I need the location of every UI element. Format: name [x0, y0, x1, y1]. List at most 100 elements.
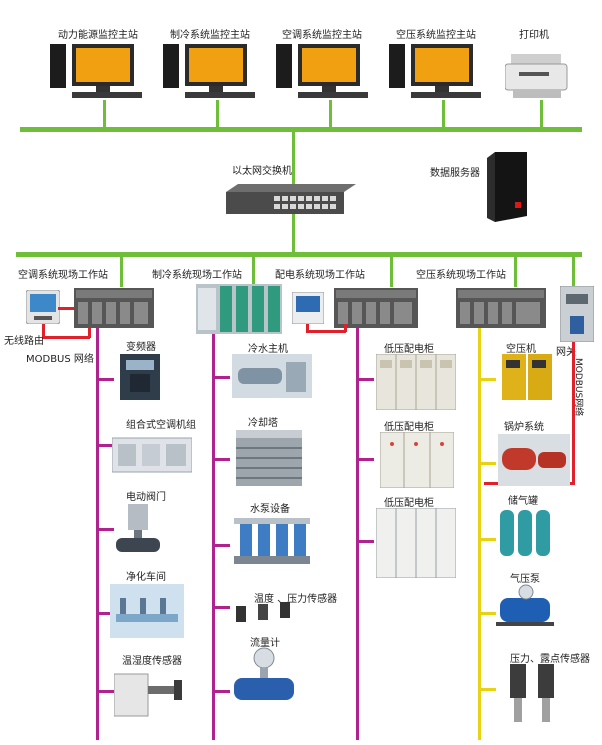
- device-branch: [96, 612, 114, 615]
- ac-device-label: 变频器: [126, 342, 156, 353]
- ethernet-bus-top: [20, 127, 582, 132]
- device-branch: [356, 540, 374, 543]
- ac-device-label: 电动阀门: [126, 492, 166, 503]
- computer-icon: [389, 44, 481, 98]
- gateway-icon: [560, 286, 594, 342]
- router-link: [42, 336, 90, 339]
- ac-device-label: 温湿度传感器: [122, 656, 182, 667]
- humidity-sensor-icon: [114, 673, 182, 717]
- air-pump-icon: [496, 584, 554, 626]
- power-device-bus: [356, 328, 359, 740]
- workstation-label-power: 配电系统现场工作站: [275, 270, 365, 281]
- computer-icon: [276, 44, 368, 98]
- water-pump-icon: [234, 518, 310, 564]
- wireless-router-icon: [26, 290, 60, 324]
- power-device-label: 低压配电柜: [384, 498, 434, 509]
- switch-link: [292, 214, 295, 254]
- workstation-label-air: 空压系统现场工作站: [416, 270, 506, 281]
- switch-label: 以太网交换机: [232, 166, 292, 177]
- distribution-cabinet-icon: [376, 354, 456, 410]
- workstation-link: [572, 257, 575, 287]
- refrigeration-device-bus: [212, 334, 215, 740]
- device-branch: [478, 688, 496, 691]
- air-device-bus: [478, 328, 481, 740]
- clean-room-icon: [110, 584, 184, 638]
- station-label-power: 动力能源监控主站: [58, 30, 138, 41]
- station-label-ac: 空调系统监控主站: [282, 30, 362, 41]
- power-meter-icon: [292, 292, 324, 324]
- air-device-label: 压力、露点传感器: [510, 654, 590, 665]
- refrigeration-device-label: 水泵设备: [250, 504, 290, 515]
- ethernet-bus-middle: [16, 252, 582, 257]
- air-device-label: 空压机: [506, 344, 536, 355]
- refrigeration-device-label: 温度 、压力传感器: [254, 594, 338, 605]
- inverter-icon: [120, 354, 160, 400]
- station-link: [329, 100, 332, 128]
- temp-pressure-sensor-icon: [236, 602, 290, 622]
- device-branch: [212, 458, 230, 461]
- boiler-icon: [498, 434, 570, 486]
- ac-device-label: 净化车间: [126, 572, 166, 583]
- workstation-label-ac: 空调系统现场工作站: [18, 270, 108, 281]
- station-link: [442, 100, 445, 128]
- plc-icon: [334, 288, 418, 328]
- station-label-refrigeration: 制冷系统监控主站: [170, 30, 250, 41]
- workstation-link: [390, 257, 393, 287]
- device-branch: [212, 544, 230, 547]
- meter-plc-link: [306, 324, 309, 332]
- wireless-router-label: 无线路由: [4, 336, 44, 347]
- flow-meter-icon: [234, 647, 294, 700]
- distribution-cabinet-icon: [376, 508, 456, 578]
- air-device-label: 气压泵: [510, 574, 540, 585]
- router-link: [88, 328, 91, 338]
- computer-icon: [50, 44, 142, 98]
- station-link: [103, 100, 106, 128]
- power-device-label: 低压配电柜: [384, 344, 434, 355]
- air-compressor-icon: [502, 354, 552, 400]
- station-link: [540, 100, 543, 128]
- distribution-cabinet-icon: [380, 432, 454, 488]
- printer-icon: [505, 54, 568, 98]
- device-branch: [478, 612, 496, 615]
- ethernet-switch-icon: [226, 184, 356, 214]
- computer-icon: [163, 44, 255, 98]
- cooling-tower-icon: [236, 430, 302, 486]
- workstation-link: [514, 257, 517, 287]
- air-device-label: 锅炉系统: [504, 422, 544, 433]
- modbus-network-label: MODBUS 网络: [26, 354, 94, 365]
- printer-label: 打印机: [519, 30, 549, 41]
- device-branch: [96, 444, 114, 447]
- workstation-link: [120, 257, 123, 287]
- ahu-unit-icon: [112, 437, 192, 473]
- electric-valve-icon: [116, 504, 160, 552]
- device-branch: [96, 528, 114, 531]
- chiller-icon: [232, 354, 312, 398]
- gas-tank-icon: [500, 510, 550, 556]
- station-link: [216, 100, 219, 128]
- station-label-air: 空压系统监控主站: [396, 30, 476, 41]
- modbus-network-vertical-text: MODBUS网络: [574, 358, 585, 416]
- workstation-link: [252, 257, 255, 287]
- power-device-label: 低压配电柜: [384, 422, 434, 433]
- device-branch: [478, 538, 496, 541]
- gateway-link: [572, 342, 575, 484]
- meter-plc-link: [306, 330, 346, 333]
- gateway-label: 网关: [556, 347, 576, 358]
- device-branch: [478, 462, 496, 465]
- router-link: [42, 324, 45, 338]
- server-label: 数据服务器: [430, 168, 480, 179]
- refrigeration-device-label: 冷却塔: [248, 418, 278, 429]
- refrigeration-device-label: 冷水主机: [248, 344, 288, 355]
- device-branch: [212, 606, 230, 609]
- modbus-network-vertical-label: MODBUS网络: [574, 358, 585, 416]
- device-branch: [96, 378, 114, 381]
- air-device-label: 储气罐: [508, 496, 538, 507]
- refrigeration-device-label: 流量计: [250, 638, 280, 649]
- workstation-label-refrigeration: 制冷系统现场工作站: [152, 270, 242, 281]
- ac-device-label: 组合式空调机组: [126, 420, 196, 431]
- plc-icon: [74, 288, 154, 328]
- pressure-dewpoint-sensor-icon: [510, 664, 554, 722]
- device-branch: [356, 458, 374, 461]
- switch-link: [292, 132, 295, 184]
- plc-rack-icon: [196, 284, 282, 334]
